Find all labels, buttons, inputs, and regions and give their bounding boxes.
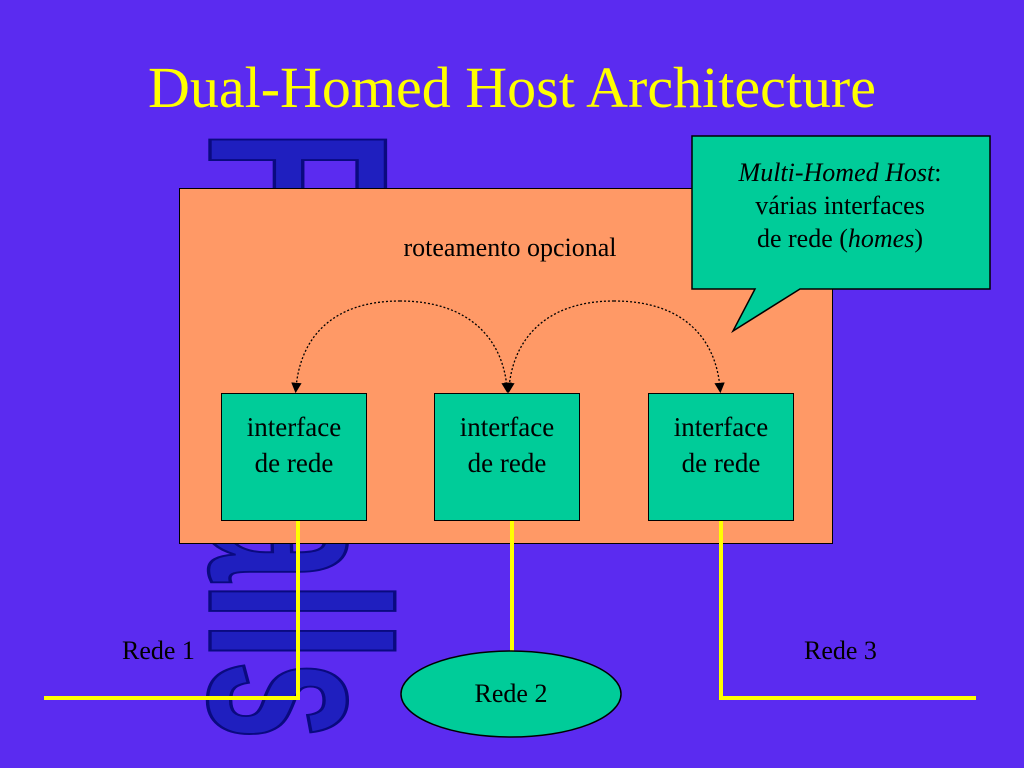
interface-label-line1: interface [673, 412, 769, 442]
callout-text: Multi-Homed Host: várias interfaces de r… [690, 156, 990, 255]
callout-line3-suffix: ) [914, 224, 924, 253]
network-interface-3: interface de rede [648, 393, 794, 521]
callout-line-1: Multi-Homed Host: [690, 156, 990, 189]
interface-label-line1: interface [459, 412, 555, 442]
interface-label: interface de rede [674, 409, 768, 481]
slide-title: Dual-Homed Host Architecture [147, 55, 876, 120]
callout-line-3: de rede (homes) [690, 222, 990, 255]
interface-label: interface de rede [460, 409, 554, 481]
interface-label: interface de rede [247, 409, 341, 481]
callout-line3-prefix: de rede ( [756, 224, 848, 253]
callout-colon: : [934, 158, 942, 187]
routing-label: roteamento opcional [403, 233, 617, 262]
interface-label-line2: de rede [681, 448, 761, 478]
interface-label-line1: interface [246, 412, 342, 442]
rede-1-label: Rede 1 [122, 636, 195, 665]
callout-line-2: várias interfaces [755, 191, 925, 220]
interface-label-line2: de rede [467, 448, 547, 478]
rede-2-label: Rede 2 [474, 679, 548, 708]
rede-3-label: Rede 3 [804, 636, 877, 665]
network-interface-2: interface de rede [434, 393, 580, 521]
interface-label-line2: de rede [254, 448, 334, 478]
network-interface-1: interface de rede [221, 393, 367, 521]
callout-homes-term: homes [847, 224, 915, 253]
callout-term: Multi-Homed Host [738, 158, 935, 187]
